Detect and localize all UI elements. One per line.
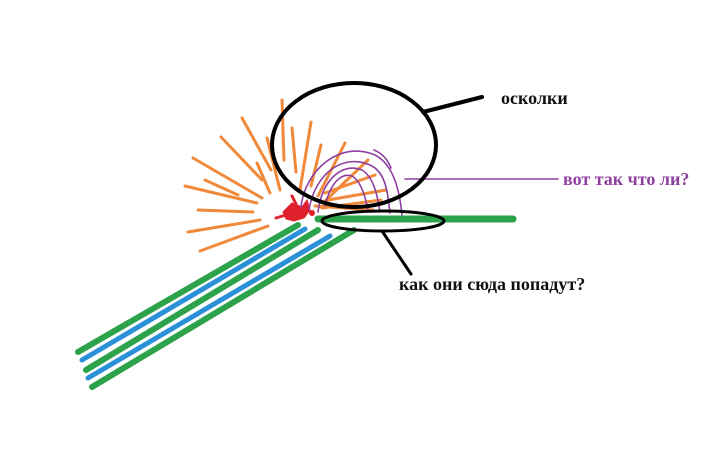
fiber-blue-2 — [85, 233, 333, 381]
shards-pointer-line — [421, 95, 484, 114]
fiber-green-3 — [89, 227, 357, 390]
fiber-blue-1 — [79, 226, 308, 363]
purple-question-label: вот так что ли? — [563, 169, 690, 189]
shards-circle — [270, 81, 438, 209]
shard-trajectories — [300, 149, 559, 216]
shards-label: осколки — [501, 88, 568, 108]
fiber-green-2 — [83, 227, 321, 373]
fiber-green-1 — [75, 222, 301, 355]
fiber-end-pointer-line — [380, 229, 413, 276]
fiber-bundle-angled — [75, 222, 357, 390]
how-question-label: как они сюда попадут? — [399, 274, 586, 294]
splice-spark — [274, 194, 315, 222]
